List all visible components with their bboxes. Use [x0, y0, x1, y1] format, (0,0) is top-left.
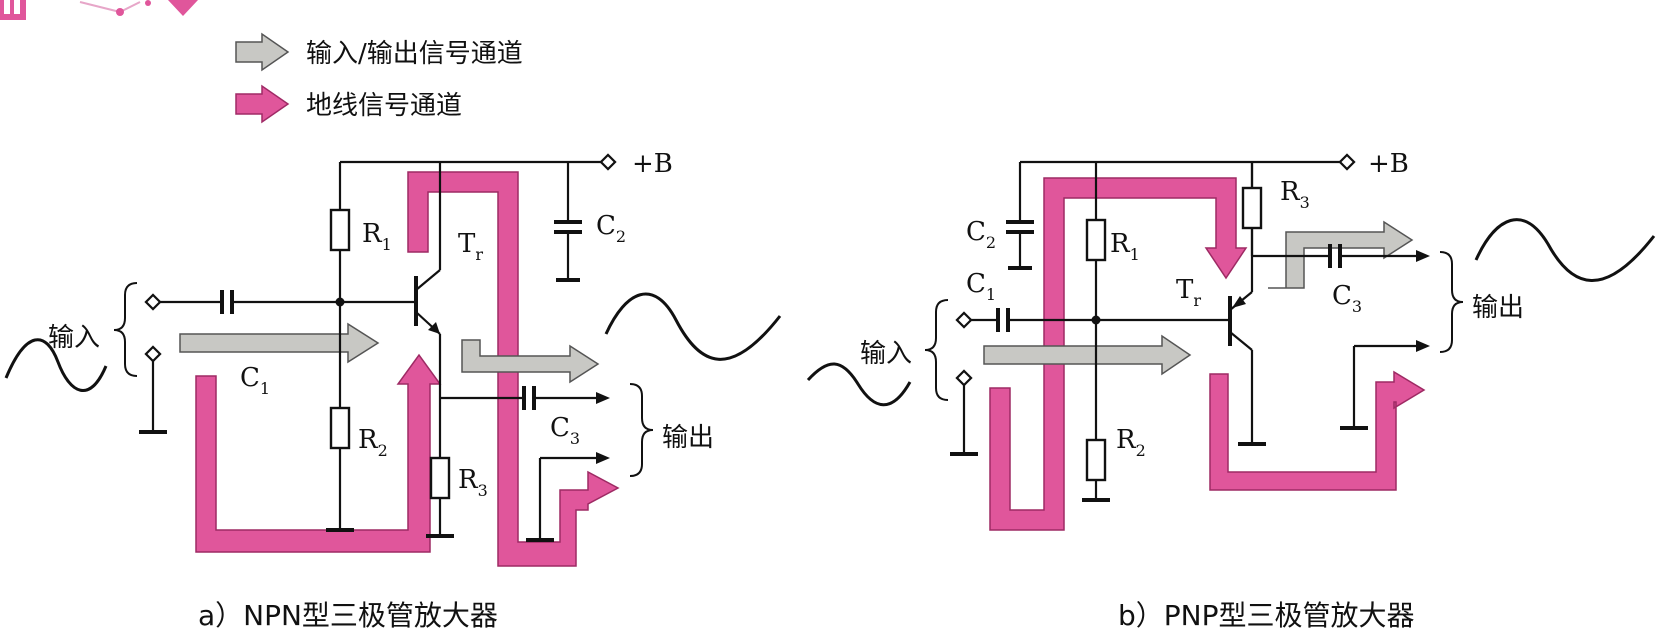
npn-circuit: +B C2 R1 R2 C1 Tr	[4, 149, 782, 632]
pnp-supply-terminal	[1338, 153, 1356, 171]
npn-r3	[429, 456, 451, 500]
npn-input-arrow	[179, 322, 380, 364]
legend-io-arrow-icon	[235, 32, 290, 72]
pnp-output-wave-icon	[1474, 218, 1656, 282]
npn-r2-label: R2	[358, 425, 388, 460]
npn-output-brace	[629, 383, 654, 477]
npn-ground-path-input-loop	[195, 353, 442, 553]
pnp-c1-label: C1	[966, 269, 996, 304]
corner-badge-icon	[0, 0, 198, 20]
npn-r1	[329, 208, 351, 252]
npn-c3-label: C3	[550, 413, 580, 448]
pnp-input-brace	[924, 299, 949, 401]
npn-input-terminal-top	[144, 293, 162, 311]
pnp-r3-label: R3	[1280, 177, 1310, 212]
npn-output-arrow	[461, 339, 600, 384]
pnp-output-label: 输出	[1472, 293, 1524, 323]
npn-input-terminal-bottom	[144, 345, 162, 363]
npn-c1-label: C1	[240, 363, 270, 398]
pnp-input-label: 输入	[860, 339, 912, 369]
legend-ground-arrow-icon	[235, 84, 290, 124]
pnp-output-arrow	[1268, 220, 1414, 289]
pnp-supply-label: +B	[1368, 149, 1409, 179]
legend-ground-label: 地线信号通道	[306, 91, 462, 121]
pnp-c2-label: C2	[966, 217, 996, 252]
pnp-input-arrow	[983, 334, 1192, 376]
pnp-r1-label: R1	[1110, 229, 1140, 264]
npn-transistor-label: Tr	[458, 229, 483, 264]
npn-supply-terminal	[599, 153, 617, 171]
pnp-caption: b）PNP型三极管放大器	[1118, 599, 1415, 632]
legend: 输入/输出信号通道 地线信号通道	[235, 32, 523, 124]
pnp-r3	[1241, 186, 1263, 230]
npn-output-wave-icon	[604, 292, 782, 361]
pnp-emitter-arrow-icon	[1232, 296, 1246, 308]
legend-io-label: 输入/输出信号通道	[306, 39, 523, 69]
pnp-output-brace	[1439, 251, 1464, 353]
npn-emitter-arrow-icon	[428, 322, 440, 334]
pnp-r2-label: R2	[1116, 425, 1146, 460]
pnp-ground-path-output	[1209, 370, 1426, 491]
npn-caption: a）NPN型三极管放大器	[198, 599, 498, 632]
pnp-r1	[1085, 218, 1107, 262]
npn-input-brace	[113, 282, 138, 377]
pnp-input-wave-icon	[806, 362, 912, 407]
pnp-c3-label: C3	[1332, 281, 1362, 316]
pnp-input-terminal-bottom	[955, 369, 973, 387]
pnp-circuit: +B C2 R1 R2 C1 Tr	[806, 149, 1656, 632]
npn-r2	[329, 406, 351, 450]
pnp-r2	[1085, 438, 1107, 482]
npn-c2-label: C2	[596, 211, 626, 246]
npn-supply-label: +B	[632, 149, 673, 179]
npn-output-label: 输出	[662, 423, 714, 453]
pnp-transistor-label: Tr	[1176, 275, 1201, 310]
npn-input-label: 输入	[48, 323, 100, 353]
npn-input-wave-icon	[4, 338, 108, 392]
npn-r1-label: R1	[362, 219, 392, 254]
npn-r3-label: R3	[458, 465, 488, 500]
pnp-input-terminal-top	[955, 311, 973, 329]
